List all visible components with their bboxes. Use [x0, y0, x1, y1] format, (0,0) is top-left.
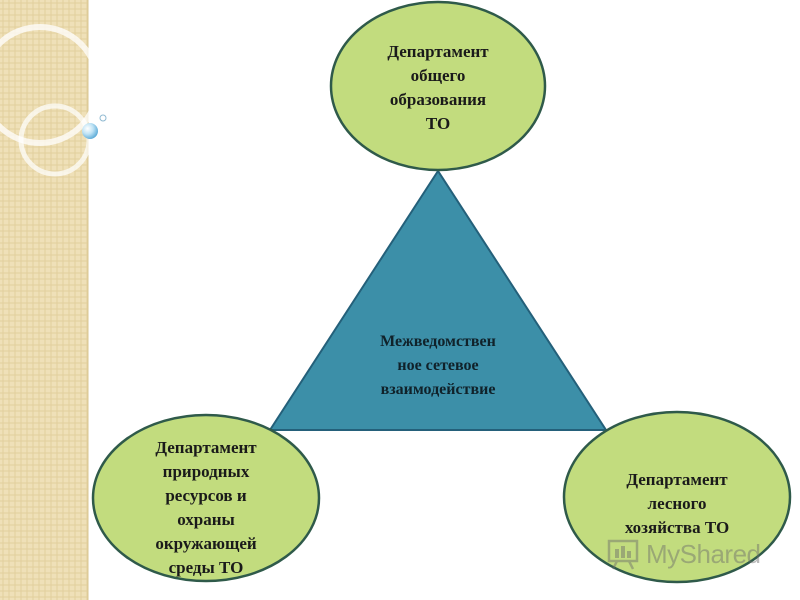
decorative-sidebar [0, 0, 107, 600]
triangle-center-shape [268, 169, 608, 431]
node-left-label: Департамент природных ресурсов и охраны … [155, 438, 257, 577]
node-top-ellipse [329, 0, 547, 172]
decorative-bubble [82, 123, 98, 139]
decorative-ring [18, 103, 92, 177]
node-right-ellipse [562, 410, 792, 584]
decorative-ring [0, 24, 101, 146]
center-label: Межведомствен ное сетевое взаимодействие [380, 333, 496, 398]
watermark-text: MyShared [646, 538, 761, 569]
node-top-label: Департамент общего образования ТО [387, 42, 489, 133]
node-left-ellipse [91, 413, 321, 583]
presentation-board-icon [607, 539, 639, 570]
node-right-label: Департамент лесного хозяйства ТО [624, 470, 730, 537]
sidebar-background [0, 0, 88, 600]
decorative-bubble [99, 114, 107, 122]
watermark: MyShared [606, 534, 776, 574]
